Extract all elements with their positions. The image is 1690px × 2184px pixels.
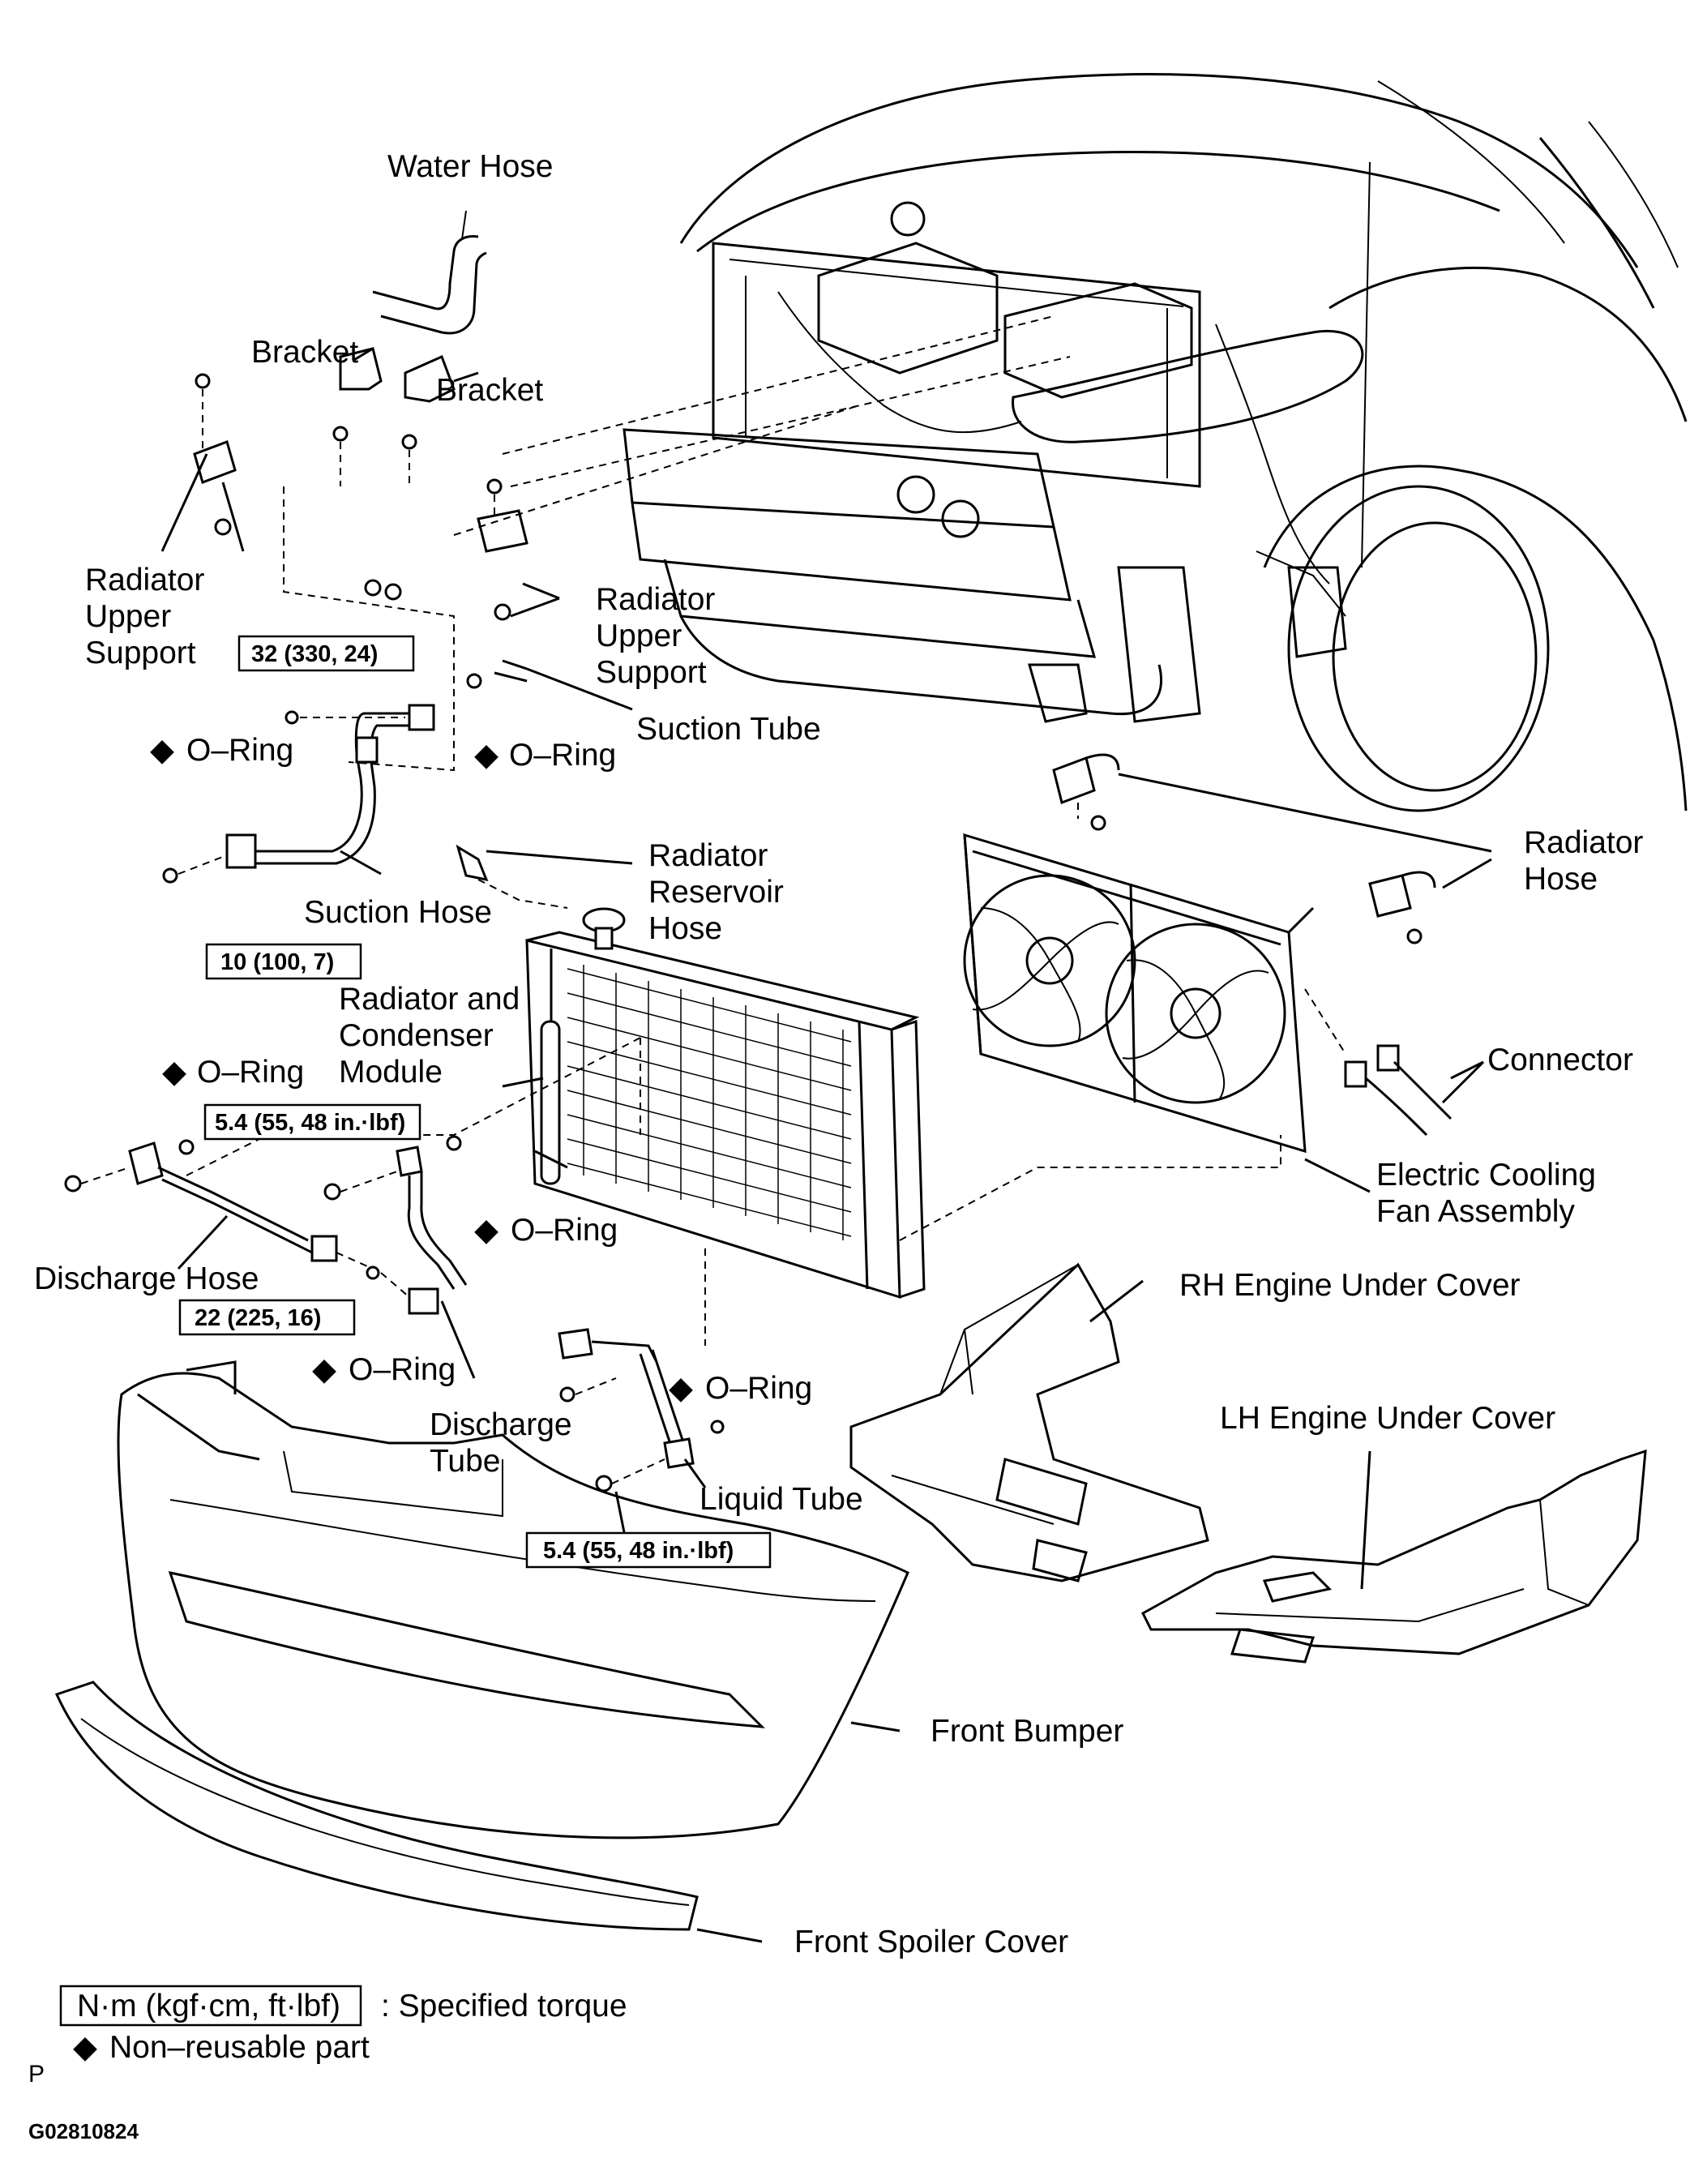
label-electric-cooling-fan-line2: Fan Assembly — [1376, 1194, 1575, 1229]
torque-boxes: 32 (330, 24) 10 (100, 7) 5.4 (55, 48 in.… — [178, 635, 772, 1569]
legend-torque-unit: N·m (kgf·cm, ft·lbf) — [77, 1989, 340, 2023]
label-o-ring-3: O–Ring — [197, 1055, 304, 1090]
torque-spec-4-text: 22 (225, 16) — [195, 1305, 321, 1331]
legend: N·m (kgf·cm, ft·lbf) : Specified torque … — [59, 1985, 627, 2065]
torque-spec-5: 5.4 (55, 48 in.·lbf) — [525, 1531, 772, 1569]
label-discharge-tube-line1: Discharge — [430, 1407, 572, 1442]
diamond-icon: ◆ — [150, 733, 174, 768]
label-radiator-upper-support-right-line1: Radiator — [596, 582, 715, 617]
label-radiator-reservoir-hose-line2: Reservoir — [648, 875, 784, 910]
radiator-reservoir-hose-part — [456, 844, 633, 909]
label-front-bumper: Front Bumper — [931, 1714, 1123, 1749]
torque-spec-3-text: 5.4 (55, 48 in.·lbf) — [215, 1110, 405, 1136]
rh-engine-under-cover-part — [849, 1262, 1209, 1582]
label-radiator-upper-support-left-line1: Radiator — [85, 563, 204, 597]
labels: Water Hose Bracket Bracket Radiator Uppe… — [34, 149, 1643, 1959]
label-discharge-hose: Discharge Hose — [34, 1261, 259, 1296]
label-connector: Connector — [1487, 1043, 1633, 1077]
label-radiator-reservoir-hose-line3: Hose — [648, 911, 722, 946]
torque-spec-2-text: 10 (100, 7) — [220, 949, 334, 975]
label-bracket-1: Bracket — [251, 335, 358, 370]
label-rh-engine-under-cover: RH Engine Under Cover — [1179, 1268, 1521, 1303]
bracket-parts — [160, 347, 560, 621]
vehicle-front-body — [623, 73, 1688, 812]
footer-p-mark: P — [28, 2061, 45, 2088]
suction-tube-part — [494, 659, 633, 711]
label-radiator-condenser-line1: Radiator and — [339, 982, 520, 1017]
label-o-ring-6: O–Ring — [705, 1371, 812, 1406]
front-bumper-part — [117, 1360, 909, 1839]
label-radiator-upper-support-left-line2: Upper — [85, 599, 171, 634]
label-radiator-upper-support-left-line3: Support — [85, 636, 196, 670]
label-front-spoiler-cover: Front Spoiler Cover — [794, 1925, 1068, 1959]
diamond-icon: ◆ — [73, 2030, 97, 2065]
figure-id: G02810824 — [28, 2119, 139, 2143]
label-suction-tube: Suction Tube — [636, 712, 821, 747]
label-lh-engine-under-cover: LH Engine Under Cover — [1220, 1401, 1555, 1436]
label-radiator-hose-line1: Radiator — [1524, 825, 1643, 860]
label-o-ring-1: O–Ring — [186, 733, 293, 768]
torque-spec-1: 32 (330, 24) — [237, 635, 415, 672]
label-o-ring-2: O–Ring — [509, 738, 616, 773]
label-o-ring-5: O–Ring — [349, 1352, 456, 1387]
diamond-icon: ◆ — [474, 738, 498, 773]
label-radiator-upper-support-right-line3: Support — [596, 655, 707, 690]
water-hose-part — [372, 210, 487, 335]
legend-torque-desc: : Specified torque — [381, 1989, 627, 2023]
diamond-icon: ◆ — [162, 1055, 186, 1090]
label-electric-cooling-fan-line1: Electric Cooling — [1376, 1158, 1596, 1193]
diamond-icon: ◆ — [474, 1213, 498, 1248]
label-discharge-tube-line2: Tube — [430, 1444, 500, 1479]
label-radiator-reservoir-hose-line1: Radiator — [648, 838, 768, 873]
discharge-hose-part — [64, 1139, 374, 1270]
diamond-icon: ◆ — [312, 1352, 336, 1387]
label-bracket-2: Bracket — [436, 373, 543, 408]
electric-cooling-fan-part — [963, 815, 1423, 1154]
lh-engine-under-cover-part — [1141, 1449, 1647, 1664]
suction-hose-part — [162, 673, 482, 884]
label-o-ring-4: O–Ring — [511, 1213, 618, 1248]
label-liquid-tube: Liquid Tube — [700, 1482, 863, 1517]
torque-spec-3: 5.4 (55, 48 in.·lbf) — [203, 1103, 421, 1141]
liquid-tube-part — [558, 1328, 725, 1533]
label-radiator-upper-support-right-line2: Upper — [596, 619, 682, 653]
footer: P G02810824 — [28, 2061, 139, 2143]
label-radiator-condenser-line2: Condenser — [339, 1018, 494, 1053]
diamond-icon: ◆ — [669, 1371, 693, 1406]
connector-part — [1304, 988, 1485, 1137]
label-radiator-condenser-line3: Module — [339, 1055, 443, 1090]
label-water-hose: Water Hose — [387, 149, 553, 184]
legend-nonreusable: Non–reusable part — [109, 2030, 370, 2065]
discharge-tube-part — [323, 1135, 476, 1379]
radiator-condenser-module-part — [502, 907, 926, 1300]
torque-spec-5-text: 5.4 (55, 48 in.·lbf) — [543, 1538, 734, 1564]
label-suction-hose: Suction Hose — [304, 895, 492, 930]
torque-spec-1-text: 32 (330, 24) — [251, 641, 378, 667]
torque-spec-2: 10 (100, 7) — [205, 943, 362, 980]
label-radiator-hose-line2: Hose — [1524, 862, 1598, 897]
radiator-hose-parts — [1052, 753, 1492, 918]
front-spoiler-cover-part — [54, 1681, 763, 1943]
torque-spec-4: 22 (225, 16) — [178, 1299, 356, 1336]
